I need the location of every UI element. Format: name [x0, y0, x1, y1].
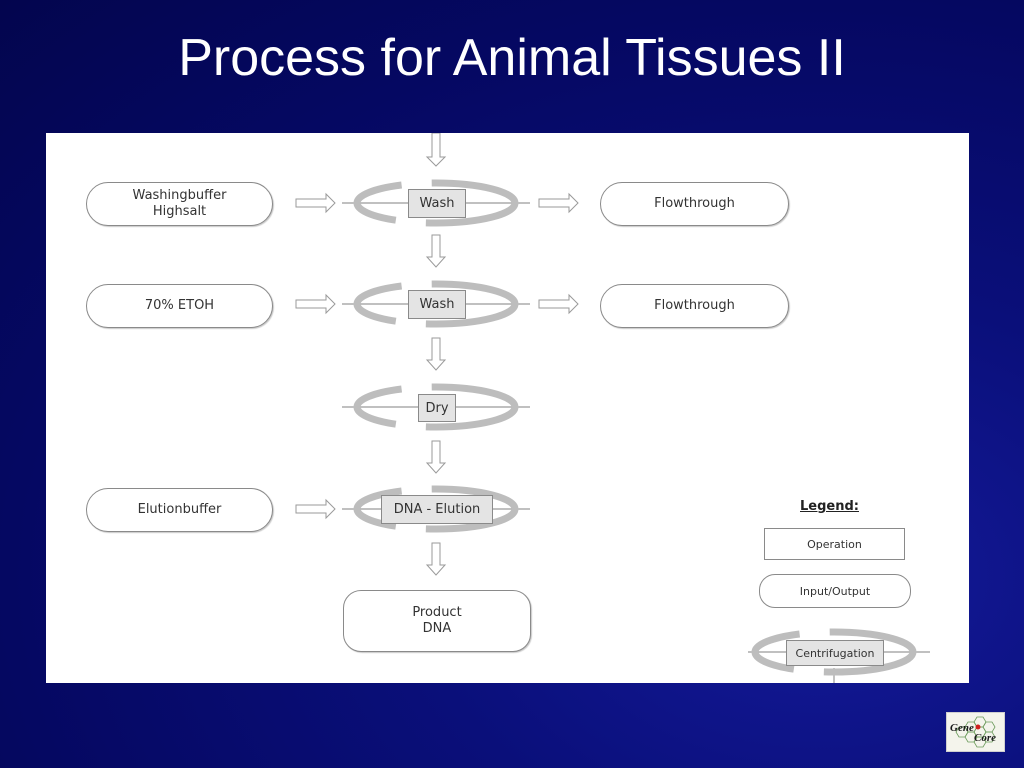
input-washingbuffer: Washingbuffer Highsalt [86, 182, 273, 226]
diagram-panel: Washingbuffer Highsalt 70% ETOH Elutionb… [46, 133, 969, 683]
genecore-logo: Gene Core [946, 712, 1005, 752]
right-arrow-in-1 [295, 192, 336, 214]
input-elutionbuffer: Elutionbuffer [86, 488, 273, 532]
input-etoh: 70% ETOH [86, 284, 273, 328]
down-arrow-3 [425, 440, 447, 474]
legend-input-output: Input/Output [759, 574, 911, 608]
down-arrow-top [425, 133, 447, 167]
operation-wash-2: Wash [408, 290, 466, 319]
operation-dna-elution: DNA - Elution [381, 495, 493, 524]
operation-dry: Dry [418, 394, 456, 422]
logo-hex-pattern [955, 716, 996, 748]
right-arrow-out-2 [538, 293, 579, 315]
logo-text-core: Core [974, 732, 996, 744]
legend-centrifugation: Centrifugation [786, 640, 884, 666]
output-flowthrough-2: Flowthrough [600, 284, 789, 328]
logo-text-gene: Gene [950, 722, 974, 734]
legend-title: Legend: [800, 499, 859, 514]
right-arrow-out-1 [538, 192, 579, 214]
down-arrow-4 [425, 542, 447, 576]
slide-title: Process for Animal Tissues II [178, 29, 846, 87]
right-arrow-in-2 [295, 293, 336, 315]
down-arrow-1 [425, 234, 447, 268]
operation-wash-1: Wash [408, 189, 466, 218]
right-arrow-in-3 [295, 498, 336, 520]
down-arrow-2 [425, 337, 447, 371]
product-dna: Product DNA [343, 590, 531, 652]
output-flowthrough-1: Flowthrough [600, 182, 789, 226]
legend-operation: Operation [764, 528, 905, 560]
